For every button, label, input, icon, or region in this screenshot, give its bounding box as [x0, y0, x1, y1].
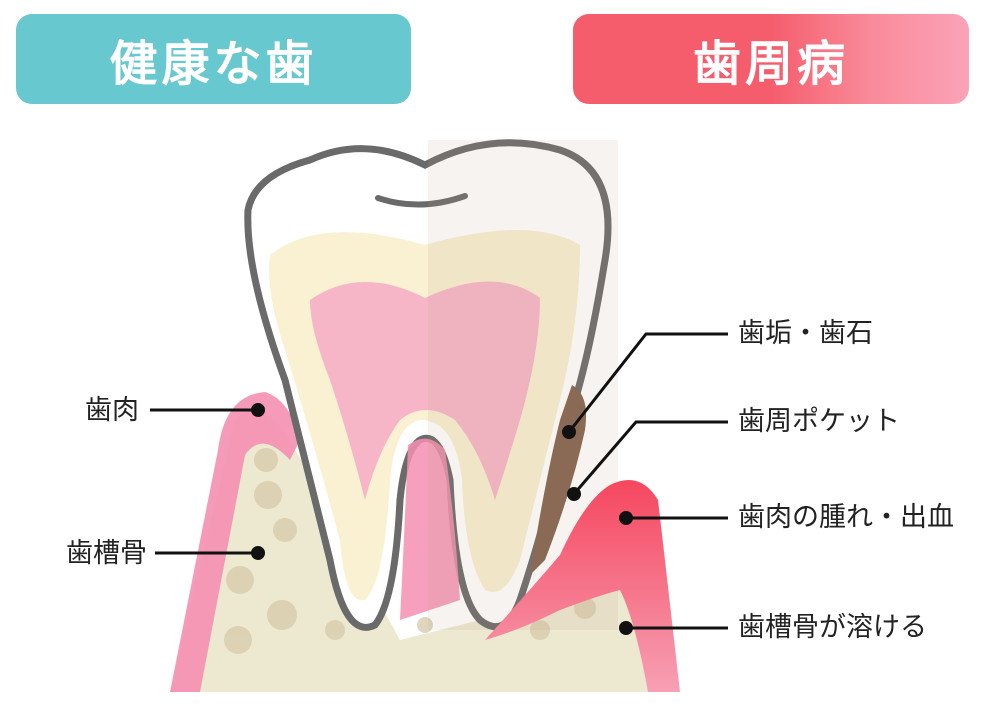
label-gum-swelling-bleeding: 歯肉の腫れ・出血: [738, 502, 954, 533]
inflamed-gum-shape: [485, 480, 680, 692]
periodontal-disease-banner: 歯周病: [573, 14, 969, 104]
leader-dots: [251, 403, 633, 635]
label-alveolar-bone: 歯槽骨: [66, 538, 147, 569]
inter-root-gum: [400, 438, 460, 620]
bone-texture: [224, 448, 596, 654]
healthy-gum-shape: [170, 392, 300, 692]
healthy-teeth-banner: 健康な歯: [16, 14, 411, 104]
label-gum: 歯肉: [85, 395, 139, 426]
label-periodontal-pocket: 歯周ポケット: [738, 406, 900, 437]
label-bone-dissolving: 歯槽骨が溶ける: [738, 612, 927, 643]
periodontal-disease-title: 歯周病: [692, 36, 849, 92]
leader-lines: [150, 332, 728, 630]
label-plaque-tartar: 歯垢・歯石: [738, 318, 873, 349]
pulp: [310, 281, 540, 500]
healthy-teeth-title: 健康な歯: [109, 36, 318, 92]
occlusal-groove: [375, 193, 468, 208]
